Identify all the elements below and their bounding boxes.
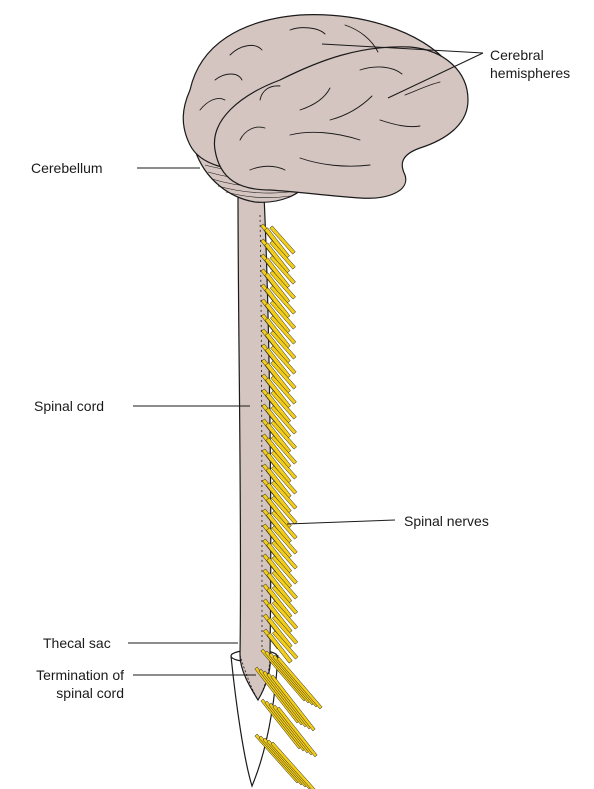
label-cerebral-line2: hemispheres xyxy=(490,64,570,82)
label-termination-line2: spinal cord xyxy=(10,684,124,702)
label-cerebellum: Cerebellum xyxy=(31,159,103,177)
label-termination: Termination of spinal cord xyxy=(10,666,124,702)
label-cerebral-line1: Cerebral xyxy=(490,46,570,64)
label-termination-line1: Termination of xyxy=(10,666,124,684)
label-cerebral-hemispheres: Cerebral hemispheres xyxy=(490,46,570,82)
spinal-cord-shape xyxy=(238,195,271,700)
label-thecal-sac: Thecal sac xyxy=(43,634,111,652)
label-spinal-nerves: Spinal nerves xyxy=(404,512,489,530)
label-spinal-cord: Spinal cord xyxy=(34,397,104,415)
